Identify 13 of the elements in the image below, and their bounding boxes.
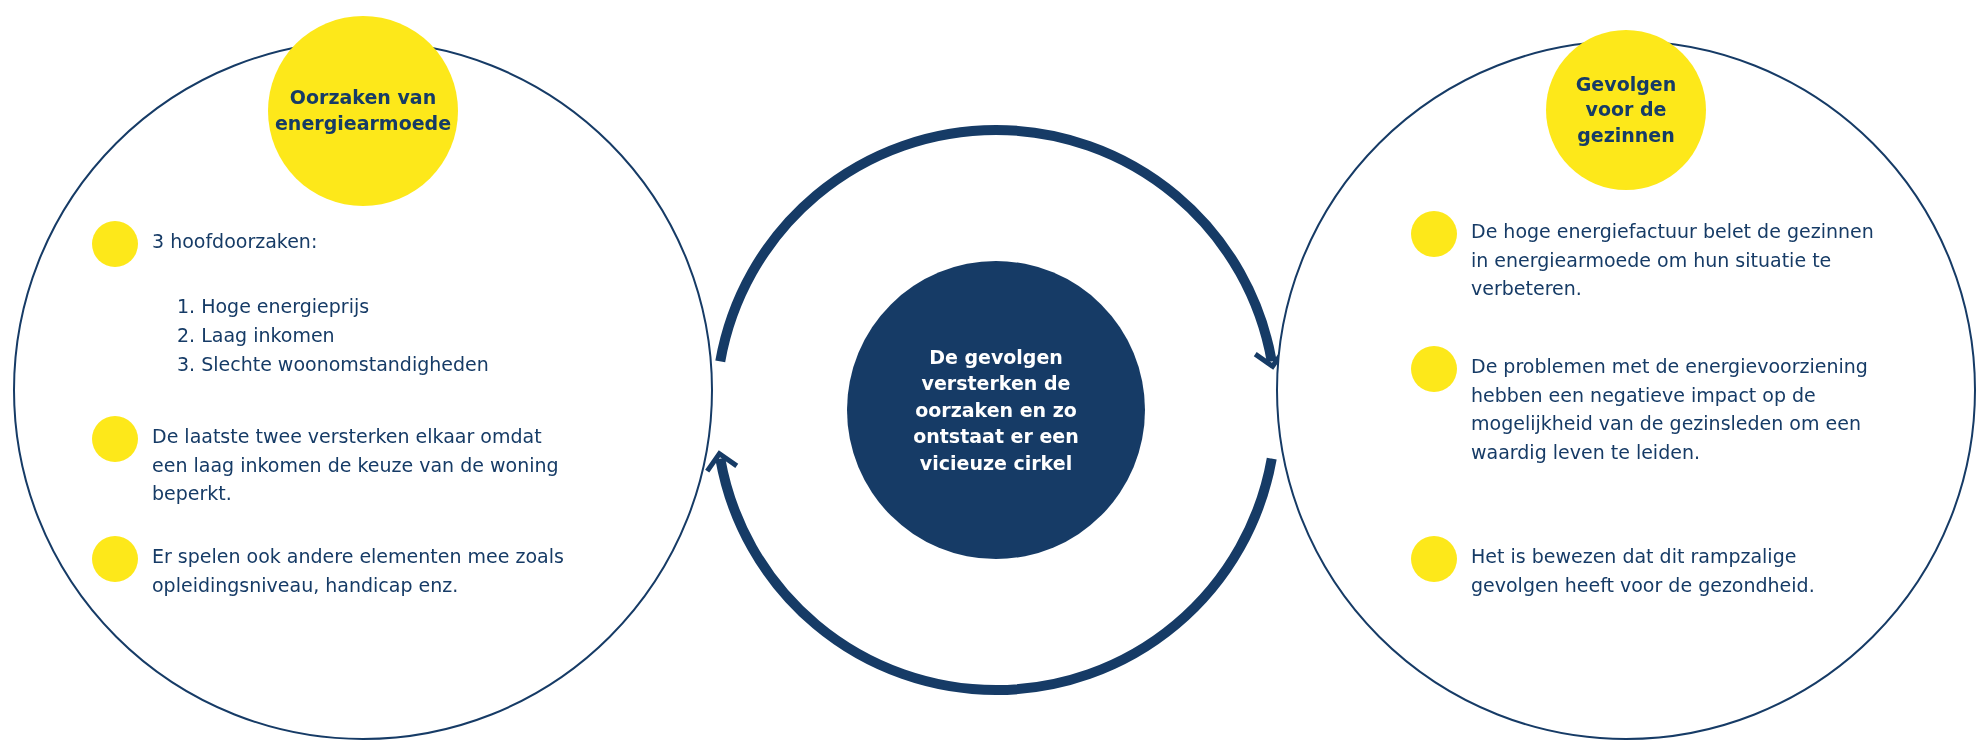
list-item: 2. Laag inkomen bbox=[177, 323, 336, 348]
cycle-arrow bbox=[705, 451, 1277, 695]
bullet-text: Het is bewezen dat dit rampzalige gevolgen heeft voor de gezondheid. bbox=[1471, 544, 1816, 598]
center-text: De gevolgen versterken de oorzaken en zo ontstaat er een vicieuze cirkel bbox=[912, 344, 1080, 476]
list-item: 3. Slechte woonomstandigheden bbox=[177, 352, 490, 377]
bullet-text: De problemen met de energievoorziening hebben een negatieve impact op de mogelijkheid van de gezinsleden om een waardig leven te leiden. bbox=[1471, 354, 1869, 465]
bullet-text: De laatste twee versterken elkaar omdat een laag inkomen de keuze van de woning beperkt. bbox=[152, 424, 560, 506]
bullet-text: 3 hoofdoorzaken: bbox=[152, 229, 319, 254]
list-item: 1. Hoge energieprijs bbox=[177, 294, 371, 319]
bullet-text: Er spelen ook andere elementen mee zoals opleidingsniveau, handicap enz. bbox=[152, 544, 565, 598]
bullet-text: De hoge energiefactuur belet de gezinnen in energiearmoede om hun situatie te verbeteren. bbox=[1471, 219, 1875, 301]
heading-text: Gevolgen voor de gezinnen bbox=[1574, 71, 1678, 148]
heading-text: Oorzaken van energiearmoede bbox=[273, 85, 453, 136]
